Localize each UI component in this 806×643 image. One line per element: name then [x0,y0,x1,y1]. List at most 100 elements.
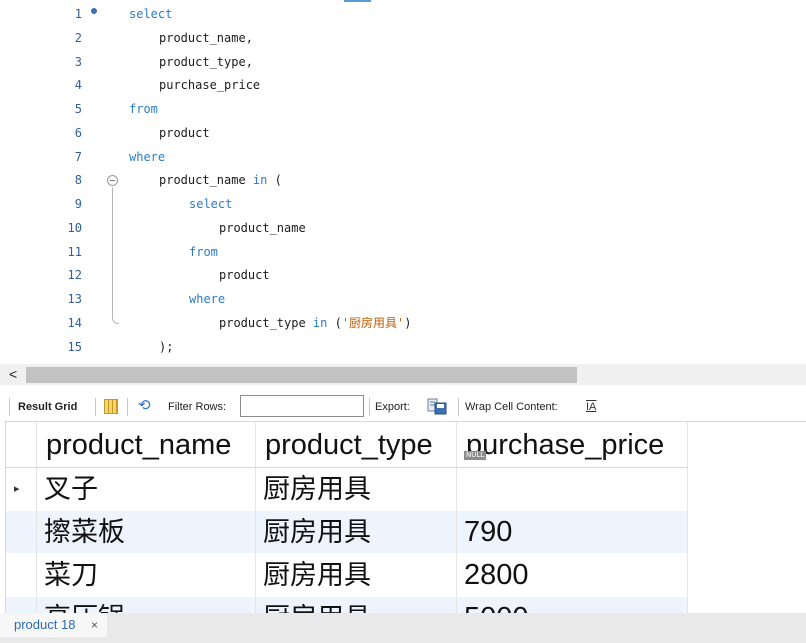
line-number: 4 [74,78,82,93]
line-number: 1 [74,7,82,21]
code-line[interactable]: 5 from [0,98,806,121]
grid-header-row: product_name product_type purchase_price [6,422,688,468]
code-line[interactable]: 2 product_name, [0,27,806,50]
fold-toggle[interactable] [107,175,118,186]
code-line[interactable]: 10 product_name [0,217,806,240]
code-line[interactable]: 9 select [0,193,806,216]
sql-identifier: ) [404,315,412,330]
code-text: purchase_price [159,74,260,97]
sql-keyword: from [129,102,158,116]
sql-identifier: product_name, [159,30,253,45]
code-text: product_type, [159,51,253,74]
scrollbar-thumb[interactable] [26,367,577,383]
code-line[interactable]: 1 select [0,3,806,26]
line-number: 10 [67,220,82,235]
line-number: 9 [74,197,82,211]
row-header-corner [6,422,37,468]
refresh-icon[interactable]: ⟲ [138,397,151,414]
code-text: where [129,146,165,169]
wrap-cell-icon[interactable]: IA [586,401,597,413]
cell-product-name[interactable]: 擦菜板 [37,511,256,554]
toolbar-separator [127,398,128,416]
sql-identifier: purchase_price [159,78,261,93]
sql-keyword: where [189,292,226,306]
code-line[interactable]: 4 purchase_price [0,74,806,97]
current-statement-dot [91,8,97,14]
code-text: product_type in ('厨房用具') [219,312,412,335]
code-text: from [129,98,158,121]
code-text: select [189,193,232,216]
filter-rows-label: Filter Rows: [168,401,227,413]
row-header[interactable] [6,554,37,597]
sql-keyword: select [129,7,173,21]
result-tab[interactable]: product 18 × [0,613,107,637]
wrap-cell-label: Wrap Cell Content: [465,401,558,413]
code-text: from [189,241,218,264]
line-number: 2 [74,30,82,45]
sql-keyword: where [129,149,166,164]
sql-identifier: ); [159,339,174,354]
sql-keyword: from [189,244,218,259]
cell-product-type[interactable]: 厨房用具 [256,597,457,615]
toolbar-separator [369,398,370,416]
cell-product-name[interactable]: 高压锅 [37,597,256,615]
export-label: Export: [375,401,410,413]
code-line[interactable]: 6 product [0,122,806,145]
code-text: where [189,288,225,311]
code-line[interactable]: 14 product_type in ('厨房用具') [0,312,806,335]
row-header[interactable] [6,511,37,554]
code-text: product_name in ( [159,169,282,192]
line-number: 14 [67,315,82,330]
sql-identifier: product_type [219,315,313,330]
code-text: product [159,122,210,145]
sql-identifier: product_type, [159,54,253,69]
line-number: 5 [74,102,82,116]
result-grid[interactable]: product_name product_type purchase_price… [5,421,806,615]
fold-guide [112,187,119,324]
line-number: 15 [67,339,82,354]
cell-product-type[interactable]: 厨房用具 [256,468,457,511]
table-row[interactable]: 高压锅厨房用具5000 [6,597,688,615]
cell-product-name[interactable]: 叉子 [37,468,256,511]
cell-product-name[interactable]: 菜刀 [37,554,256,597]
null-badge: NULL [464,451,487,460]
column-header-product-type[interactable]: product_type [256,422,457,468]
cell-purchase-price[interactable]: 5000 [457,597,688,615]
horizontal-scrollbar[interactable]: < [0,364,806,385]
cell-purchase-price[interactable]: 2800 [457,554,688,597]
sql-identifier: product [219,268,270,283]
line-number: 8 [74,173,82,188]
column-header-product-name[interactable]: product_name [37,422,256,468]
filter-rows-input[interactable] [240,395,364,417]
result-toolbar: Result Grid ⟲ Filter Rows: Export: Wrap … [0,393,806,421]
code-line[interactable]: 8 product_name in ( [0,169,806,192]
cell-product-type[interactable]: 厨房用具 [256,511,457,554]
export-icon[interactable] [427,398,447,415]
cell-product-type[interactable]: 厨房用具 [256,554,457,597]
close-tab-icon[interactable]: × [91,618,99,632]
line-number: 6 [74,125,82,140]
row-header[interactable] [6,597,37,615]
code-line[interactable]: 15); [0,336,806,359]
code-line[interactable]: 11 from [0,241,806,264]
code-text: product_name [219,217,306,240]
grid-layout-icon[interactable] [104,399,118,414]
table-row[interactable]: ▸叉子厨房用具 NULL [6,451,688,511]
cell-purchase-price[interactable]: 790 [457,511,688,554]
sql-identifier: ( [267,173,282,188]
result-grid-label[interactable]: Result Grid [18,401,78,413]
line-number: 11 [67,244,82,259]
cell-purchase-price[interactable]: NULL [457,451,688,511]
code-text: product_name, [159,27,253,50]
code-text: ); [159,336,173,359]
column-header-purchase-price[interactable]: purchase_price [457,422,688,468]
scroll-left-arrow[interactable]: < [9,366,18,382]
row-header[interactable]: ▸ [6,468,37,511]
